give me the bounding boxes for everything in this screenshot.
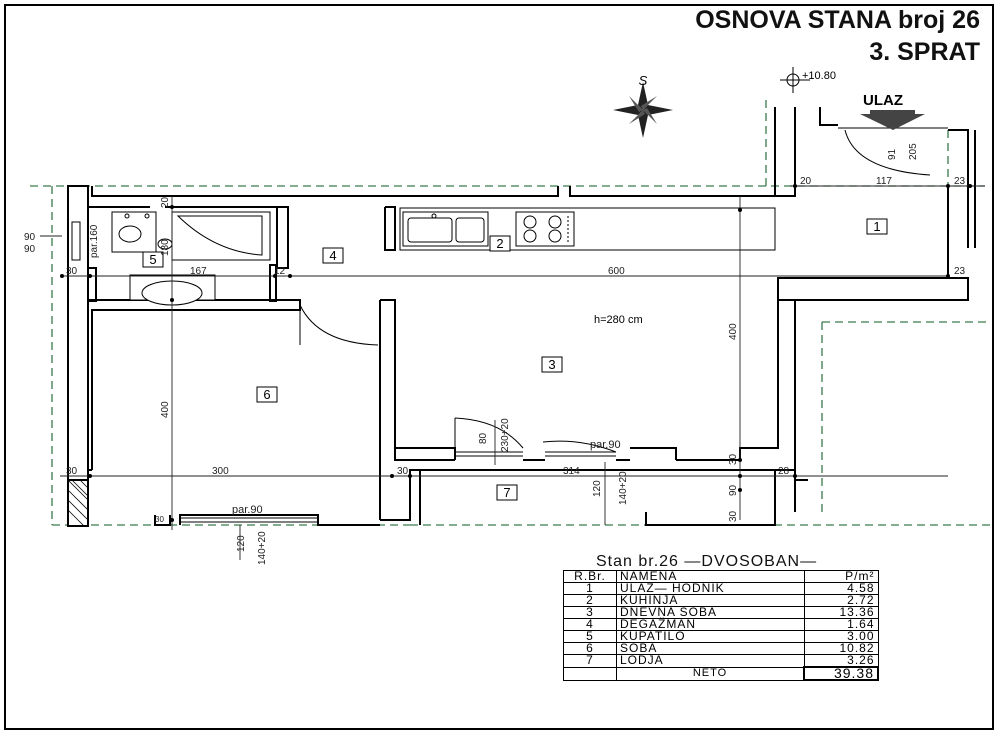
dim-300: 300 [212, 466, 229, 477]
entrance-label: ULAZ [863, 92, 903, 109]
wall-hatch [67, 479, 89, 527]
elevation-value: +10.80 [802, 70, 836, 82]
legend-row: 5 KUPATILO 3.00 [563, 630, 879, 643]
legend-row: 1 ULAZ— HODNIK 4.58 [563, 582, 879, 595]
legend-row: 2 KUHINJA 2.72 [563, 594, 879, 607]
legend-row: 6 SOBA 10.82 [563, 642, 879, 655]
kitchen-counter [399, 207, 776, 251]
dimension-lines [40, 185, 985, 560]
neto-label: NETO [616, 666, 805, 681]
legend-no: 6 [563, 642, 617, 655]
compass-label: S [639, 73, 648, 88]
legend-total-row: NETO 39.38 [563, 666, 879, 681]
legend-row: 7 LODJA 3.26 [563, 654, 879, 668]
neto-value: 39.38 [803, 666, 879, 681]
dim-205: 205 [908, 143, 919, 160]
dim-30-bottom: 30 [155, 515, 164, 524]
legend-name: SOBA [616, 642, 805, 655]
par90-window-left: par.90 [232, 504, 263, 516]
dim-12: 12 [274, 266, 286, 277]
dim-28: 28 [778, 466, 790, 477]
bathroom-fixtures [71, 211, 271, 306]
dim-30-e: 30 [728, 510, 739, 522]
room-1-label: 1 [873, 219, 880, 234]
dim-30-a: 30 [66, 266, 78, 277]
room-2-label: 2 [496, 236, 503, 251]
room-legend-table: R.Br. NAMENA P/m² 1 ULAZ— HODNIK 4.58 2 … [563, 570, 879, 681]
legend-no: 7 [563, 654, 617, 668]
dim-90-b: 90 [24, 244, 36, 255]
legend-area: 13.36 [803, 606, 879, 619]
dim-30-c: 30 [397, 466, 409, 477]
legend-total-spacer [563, 666, 617, 681]
dim-180: 180 [160, 239, 171, 256]
room-7-label: 7 [503, 485, 510, 500]
legend-area: 10.82 [803, 642, 879, 655]
dim-230-20: 230+20 [500, 418, 511, 452]
dim-400-right: 400 [728, 323, 739, 340]
dim-600: 600 [608, 266, 625, 277]
dim-120-b: 120 [236, 535, 247, 552]
compass-rose-icon [613, 82, 673, 138]
dim-120-a: 120 [592, 480, 603, 497]
dimension-ticks [60, 184, 972, 522]
dim-90-a: 90 [24, 232, 36, 243]
dim-20-vert: 20 [160, 196, 171, 208]
room-3-label: 3 [548, 357, 555, 372]
dim-90-c: 90 [728, 484, 739, 496]
dim-91: 91 [887, 148, 898, 160]
dim-140-20-b: 140+20 [257, 531, 268, 565]
dim-140-20-a: 140+20 [618, 471, 629, 505]
room-number-boxes [142, 218, 888, 501]
dim-23-top: 23 [954, 176, 966, 187]
dim-314: 314 [563, 466, 580, 477]
dim-400-left: 400 [160, 401, 171, 418]
room-4-label: 4 [329, 248, 336, 263]
dim-80: 80 [478, 432, 489, 444]
legend-area: 3.00 [803, 630, 879, 643]
plan-title: OSNOVA STANA broj 26 [695, 6, 980, 34]
dim-30-b: 30 [66, 466, 78, 477]
doors [180, 127, 948, 523]
legend-title: Stan br.26 —DVOSOBAN— [594, 553, 820, 571]
dim-20-top: 20 [800, 176, 812, 187]
ceiling-height: h=280 cm [594, 314, 643, 326]
entrance-arrow-icon [860, 110, 925, 130]
elevation-marker [780, 67, 810, 93]
floor-label: 3. SPRAT [869, 38, 980, 66]
dim-30-d: 30 [728, 453, 739, 465]
legend-name: ULAZ— HODNIK [616, 582, 805, 595]
legend-name: LODJA [616, 654, 805, 668]
exterior-outline [30, 100, 990, 526]
room-5-label: 5 [149, 252, 156, 267]
dim-23-mid: 23 [954, 266, 966, 277]
drawing-frame [4, 4, 994, 730]
legend-row: 4 DEGAŽMAN 1.64 [563, 618, 879, 631]
legend-no: 5 [563, 630, 617, 643]
walls [67, 107, 976, 527]
room-6-label: 6 [263, 387, 270, 402]
par90-window-right: par.90 [590, 439, 621, 451]
par160-label: par.160 [89, 224, 100, 258]
dim-117: 117 [876, 176, 892, 187]
legend-row: 3 DNEVNA SOBA 13.36 [563, 606, 879, 619]
dim-167: 167 [190, 266, 207, 277]
